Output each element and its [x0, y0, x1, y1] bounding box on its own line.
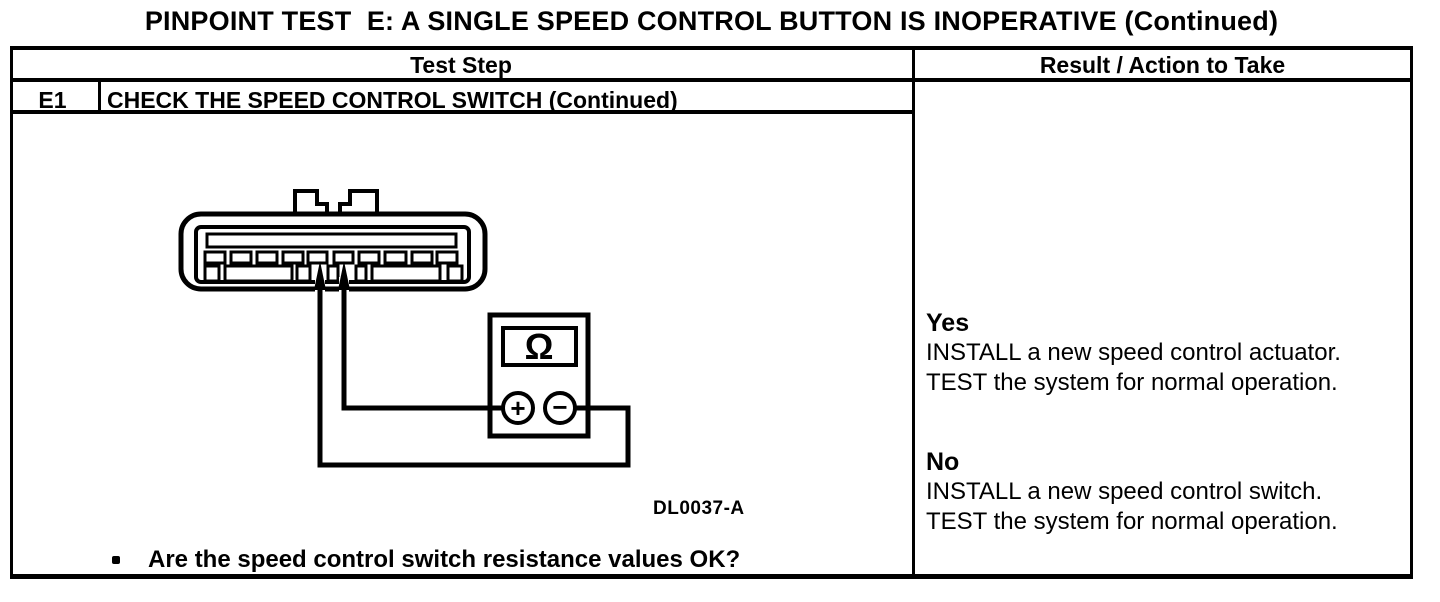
- step-id: E1: [38, 87, 67, 113]
- result-yes-action-1: INSTALL a new speed control actuator.: [926, 339, 1341, 366]
- question-row: Are the speed control switch resistance …: [100, 546, 900, 574]
- figure-label: DL0037-A: [653, 498, 745, 519]
- result-no-action-2: TEST the system for normal operation.: [926, 508, 1338, 535]
- positive-terminal-icon: +: [510, 393, 525, 423]
- step-row-divider-line: [13, 110, 912, 114]
- ohm-symbol: Ω: [525, 326, 554, 367]
- column-divider: [912, 50, 915, 574]
- step-name: CHECK THE SPEED CONTROL SWITCH (Continue…: [107, 87, 678, 113]
- meter-terminals: [501, 391, 577, 425]
- result-no-answer: No: [926, 448, 960, 476]
- probe-arrow-icons: [314, 261, 350, 290]
- connector-tab-icon: [293, 189, 379, 215]
- result-yes-answer: Yes: [926, 309, 970, 337]
- test-lead-wires: [317, 283, 631, 468]
- connector-keys: [203, 264, 464, 283]
- connector-pins: [203, 250, 459, 265]
- test-table: [10, 46, 1413, 579]
- negative-terminal-icon: −: [552, 392, 567, 422]
- column-header-test-step: Test Step: [410, 52, 512, 78]
- result-no-block: No INSTALL a new speed control switch. T…: [926, 447, 1396, 537]
- result-no-action-1: INSTALL a new speed control switch.: [926, 478, 1323, 505]
- result-yes-action-2: TEST the system for normal operation.: [926, 369, 1338, 396]
- question-text: Are the speed control switch resistance …: [148, 546, 741, 573]
- speed-control-connector-icon: [178, 211, 488, 292]
- step-id-divider: [98, 82, 101, 110]
- page-title: PINPOINT TEST E: A SINGLE SPEED CONTROL …: [144, 6, 1279, 36]
- header-divider-line: [13, 78, 1410, 82]
- column-header-result: Result / Action to Take: [1039, 52, 1286, 78]
- bullet-icon: [112, 556, 120, 564]
- result-yes-block: Yes INSTALL a new speed control actuator…: [926, 308, 1396, 398]
